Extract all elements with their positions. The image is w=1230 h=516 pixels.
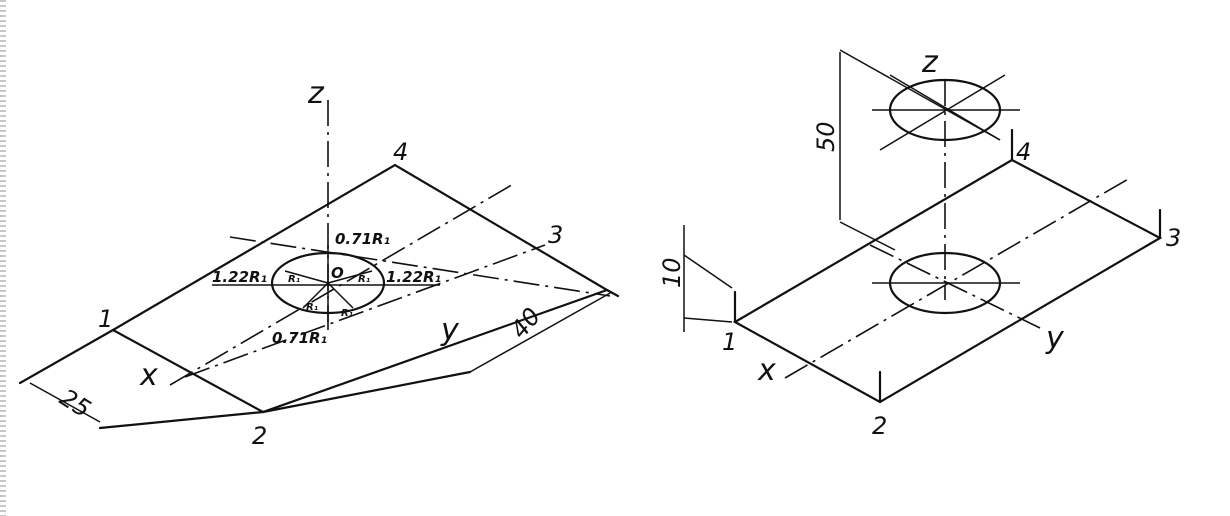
left-label-x: x (139, 358, 158, 393)
left-figure: z x y 1 2 3 4 O 25 40 0.71R₁ 0.71R₁ 1.22… (18, 76, 620, 450)
left-centre-line-long (184, 244, 546, 378)
left-label-y: y (440, 313, 460, 348)
left-radius-label-2: R₁ (358, 274, 370, 285)
left-radius-arm-3 (302, 282, 329, 309)
right-figure: z x y 1 2 3 4 50 10 (658, 45, 1181, 440)
left-axis-x (229, 236, 611, 297)
left-annotation-right: 1.22R₁ (386, 268, 441, 286)
left-radius-label-1: R₁ (288, 274, 300, 285)
right-axis-y (869, 244, 1041, 329)
left-dim-line-width (29, 382, 101, 423)
right-ext-thickness-top (683, 254, 733, 289)
left-dim-line-depth (469, 291, 613, 373)
left-dimension-depth: 40 (505, 302, 546, 343)
right-plate-outline (732, 158, 1163, 404)
left-label-point-4: 4 (393, 138, 408, 166)
right-dimension-height: 50 (812, 121, 840, 152)
right-label-x: x (757, 353, 776, 388)
right-axis-x (784, 177, 1131, 379)
left-radius-arm-1 (284, 270, 329, 284)
left-annotation-left: 1.22R₁ (212, 268, 267, 286)
right-dimension-thickness: 10 (658, 257, 686, 288)
right-ext-height-bottom (839, 221, 896, 251)
left-dimension-width: 25 (55, 383, 96, 423)
left-radius-label-4: R₁ (341, 308, 353, 319)
left-label-point-1: 1 (98, 305, 113, 333)
left-ext-line-b (98, 410, 265, 430)
left-radius-arm-2 (327, 270, 373, 284)
left-ext-line-d (261, 370, 472, 414)
scan-edge (0, 0, 6, 516)
right-ext-thickness-bottom (683, 317, 733, 323)
right-label-point-4: 4 (1016, 138, 1031, 166)
left-annotation-bottom: 0.71R₁ (272, 329, 327, 347)
left-label-point-3: 3 (548, 221, 563, 249)
right-label-point-3: 3 (1166, 224, 1181, 252)
right-ellipse-top-axis-d2 (889, 74, 1001, 141)
right-label-y: y (1045, 321, 1065, 356)
right-label-z: z (921, 45, 939, 80)
left-label-origin: O (331, 264, 344, 282)
left-axis-y (169, 182, 516, 386)
left-radius-arm-4 (327, 282, 354, 309)
left-radius-label-3: R₁ (306, 302, 318, 313)
left-ext-line-c (605, 288, 620, 298)
left-label-z: z (307, 76, 325, 111)
right-ellipse-top-axis-d1 (879, 74, 1006, 151)
right-label-point-1: 1 (722, 328, 737, 356)
left-ext-line-a (18, 328, 115, 385)
left-annotation-top: 0.71R₁ (335, 230, 390, 248)
right-label-point-2: 2 (872, 412, 887, 440)
left-label-point-2: 2 (252, 422, 267, 450)
